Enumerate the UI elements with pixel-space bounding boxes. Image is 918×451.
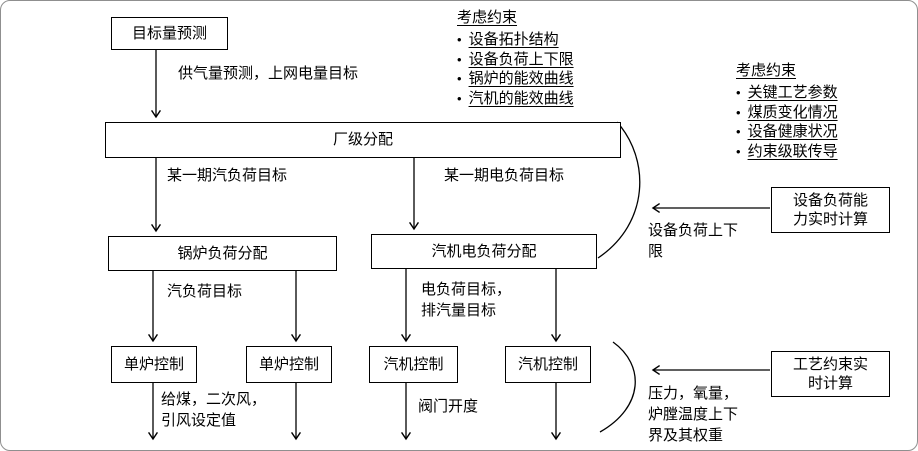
constraint-item-label: 锅炉的能效曲线 bbox=[468, 70, 574, 87]
node-boiler-load-allocation: 锅炉负荷分配 bbox=[108, 236, 337, 271]
node-turbine-control-1: 汽机控制 bbox=[369, 346, 458, 383]
constraint-item: 约束级联传导 bbox=[736, 142, 838, 162]
label-coal-air-setpoint: 给煤，二次风， 引风设定值 bbox=[161, 391, 267, 429]
constraint-item-label: 关键工艺参数 bbox=[747, 84, 838, 101]
label-steam-load-target: 汽负荷目标 bbox=[167, 283, 243, 300]
constraint-item-label: 约束级联传导 bbox=[747, 142, 838, 160]
constraint-item: 设备负荷上下限 bbox=[457, 50, 574, 70]
constraint-item: 设备拓扑结构 bbox=[457, 30, 574, 50]
label-device-load-limits: 设备负荷上下 限 bbox=[648, 222, 739, 260]
node-turbine-control-2: 汽机控制 bbox=[505, 346, 591, 383]
constraint-item-label: 煤质变化情况 bbox=[747, 103, 838, 121]
label-gas-supply-target: 供气量预测，上网电量目标 bbox=[178, 65, 359, 82]
node-plant-allocation: 厂级分配 bbox=[105, 122, 621, 158]
constraints-right-title: 考虑约束 bbox=[736, 62, 797, 79]
constraint-item-label: 设备健康状况 bbox=[747, 123, 838, 140]
constraint-item-label: 汽机的能效曲线 bbox=[468, 89, 574, 107]
label-electric-period-target: 某一期电负荷目标 bbox=[444, 167, 565, 184]
constraint-item-label: 设备拓扑结构 bbox=[468, 31, 559, 48]
constraint-item: 关键工艺参数 bbox=[736, 83, 838, 103]
constraint-item-label: 设备负荷上下限 bbox=[468, 50, 574, 68]
constraint-item: 设备健康状况 bbox=[736, 122, 838, 142]
label-steam-period-target: 某一期汽负荷目标 bbox=[167, 167, 288, 184]
constraints-top-title: 考虑约束 bbox=[457, 9, 518, 26]
node-furnace-control-2: 单炉控制 bbox=[246, 346, 332, 383]
bracket-lower bbox=[599, 341, 636, 433]
constraint-item: 汽机的能效曲线 bbox=[457, 89, 574, 109]
label-pressure-oxygen-weights: 压力，氧量， 炉膛温度上下 界及其权重 bbox=[648, 385, 739, 444]
node-furnace-control-1: 单炉控制 bbox=[111, 346, 197, 383]
node-target-prediction: 目标量预测 bbox=[111, 17, 228, 50]
node-turbine-load-allocation: 汽机电负荷分配 bbox=[371, 234, 597, 269]
constraint-item: 锅炉的能效曲线 bbox=[457, 69, 574, 89]
constraints-right: 考虑约束 关键工艺参数 煤质变化情况 设备健康状况 约束级联传导 bbox=[736, 59, 838, 161]
node-process-constraint-calc: 工艺约束实 时计算 bbox=[771, 351, 890, 397]
node-device-capacity-calc: 设备负荷能 力实时计算 bbox=[771, 187, 890, 233]
label-electric-load-target: 电负荷目标， 排汽量目标 bbox=[421, 281, 512, 319]
label-valve-opening: 阀门开度 bbox=[418, 398, 479, 415]
constraints-top: 考虑约束 设备拓扑结构 设备负荷上下限 锅炉的能效曲线 汽机的能效曲线 bbox=[457, 6, 574, 108]
constraint-item: 煤质变化情况 bbox=[736, 103, 838, 123]
